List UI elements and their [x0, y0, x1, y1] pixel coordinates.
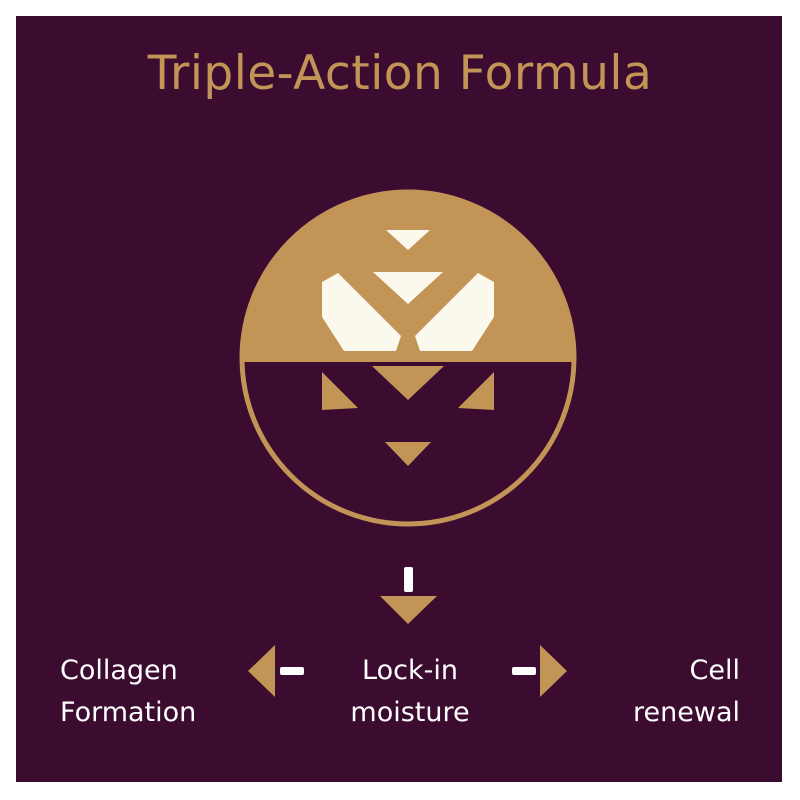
top-chevron-large-left	[322, 273, 401, 351]
bottom-chevron-center	[372, 366, 444, 400]
bottom-chevron-small	[385, 442, 431, 466]
arrow-left-icon	[248, 645, 304, 697]
infographic-panel	[16, 16, 782, 782]
page-title: Triple-Action Formula	[147, 46, 653, 101]
emblem-icon	[239, 189, 577, 527]
top-chevron-medium	[373, 272, 443, 304]
benefit-label-line2: Formation	[60, 697, 197, 728]
top-chevron-large-right	[415, 273, 494, 351]
benefit-collagen-formation: Collagen Formation	[60, 650, 196, 734]
benefit-label-line1: Collagen	[60, 655, 178, 686]
bottom-triangle-right	[458, 372, 494, 410]
top-chevron-small	[386, 230, 430, 250]
benefit-label-line2: moisture	[350, 697, 470, 728]
bottom-triangle-left	[322, 372, 358, 410]
arrow-right-icon	[512, 645, 567, 697]
benefit-cell-renewal: Cell renewal	[633, 650, 740, 734]
arrow-down-icon	[380, 567, 437, 624]
emblem-top-half	[240, 190, 576, 358]
benefit-label-line2: renewal	[633, 697, 740, 728]
benefit-label-line1: Lock-in	[362, 655, 458, 686]
benefit-label-line1: Cell	[689, 655, 740, 686]
benefit-lock-in-moisture: Lock-in moisture	[320, 650, 500, 734]
